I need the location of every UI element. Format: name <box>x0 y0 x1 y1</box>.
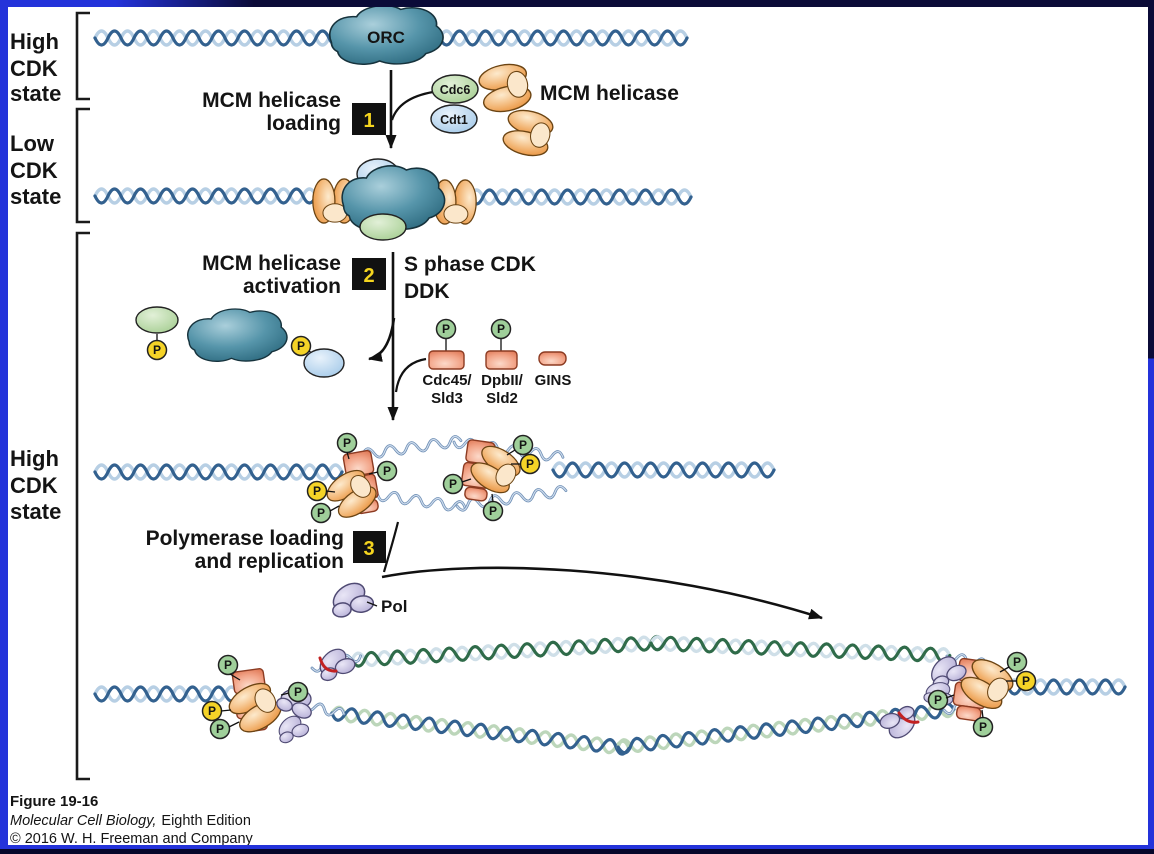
svg-text:MCM helicase: MCM helicase <box>202 252 341 275</box>
rna-primer-right <box>897 711 920 724</box>
lagging-pol-right <box>877 703 925 747</box>
side-label-low-cdk: Low CDK state <box>10 131 61 209</box>
cdk-state-brackets <box>75 11 90 781</box>
svg-text:Cdc6: Cdc6 <box>440 83 471 97</box>
mcm-helicase-label: MCM helicase <box>540 82 679 105</box>
svg-text:GINS: GINS <box>535 372 572 389</box>
cmg-complex-left <box>321 449 382 524</box>
dpb11-sld2-factor: DpbII/ Sld2 <box>481 318 524 407</box>
svg-text:High: High <box>10 29 59 54</box>
step1-hook <box>390 90 434 121</box>
svg-text:2: 2 <box>363 265 374 287</box>
pol-molecule <box>324 574 376 620</box>
svg-text:Sld3: Sld3 <box>431 390 463 407</box>
released-cdc6 <box>135 306 179 334</box>
ssdna-bubble-top-1 <box>350 435 463 462</box>
svg-text:Cdc45/: Cdc45/ <box>422 372 472 389</box>
cdc6-molecule: Cdc6 <box>431 74 479 104</box>
dna-parent-duplex-top-right <box>438 29 689 47</box>
svg-text:Polymerase loading: Polymerase loading <box>146 527 344 550</box>
dna-parent-duplex-mid-left <box>93 187 331 205</box>
replisome-right <box>920 646 1019 722</box>
mcm-ring-free-1 <box>476 59 534 117</box>
step3-hook <box>382 521 400 573</box>
step3-number-box: 3 <box>353 531 386 563</box>
pol-label: Pol <box>381 597 407 616</box>
cmg-complex-right <box>460 439 526 502</box>
svg-text:3: 3 <box>363 538 374 560</box>
bracket-high-cdk-top <box>75 11 90 101</box>
dna-parent-duplex-top-left <box>93 29 344 47</box>
svg-text:state: state <box>10 499 61 524</box>
pre-rc-complex <box>312 158 477 241</box>
book-title-line: Molecular Cell Biology,Eighth Edition <box>10 813 251 829</box>
gins-factor: GINS <box>535 351 572 389</box>
lagging-pol-left <box>310 640 358 684</box>
released-cdt1 <box>303 348 345 378</box>
side-label-high-cdk-bottom: High CDK state <box>10 446 61 524</box>
cdc45-sld3-factor: Cdc45/ Sld3 <box>422 318 472 407</box>
orc-label: ORC <box>367 28 405 47</box>
copyright-line: © 2016 W. H. Freeman and Company <box>10 831 254 847</box>
step1-number-box: 1 <box>352 103 386 135</box>
svg-text:and replication: and replication <box>195 550 344 573</box>
ddk-label: DDK <box>404 280 450 303</box>
cdc6-in-complex <box>359 213 407 241</box>
figure-number: Figure 19-16 <box>10 793 98 810</box>
release-arrow <box>368 317 396 362</box>
mcm-ring-free-2 <box>499 105 557 161</box>
frame-border-left <box>0 0 8 854</box>
svg-text:CDK: CDK <box>10 473 58 498</box>
svg-text:1: 1 <box>363 110 374 132</box>
step2-hook <box>394 357 427 393</box>
frame-border-top <box>0 0 1154 7</box>
rna-primer-left <box>318 656 338 673</box>
bracket-low-cdk <box>75 107 90 224</box>
svg-text:MCM helicase: MCM helicase <box>202 89 341 112</box>
side-label-high-cdk-top: High CDK state <box>10 29 61 106</box>
svg-text:activation: activation <box>243 275 341 298</box>
svg-text:loading: loading <box>266 112 341 135</box>
dna-parent-duplex-row3-right <box>551 461 776 479</box>
step2-label: MCM helicase activation <box>202 252 341 298</box>
orc-complex: ORC <box>328 4 444 66</box>
svg-text:DpbII/: DpbII/ <box>481 372 523 389</box>
bracket-high-cdk-bottom <box>75 231 90 781</box>
s-phase-cdk-label: S phase CDK <box>404 253 536 276</box>
step3-arrow <box>381 566 823 620</box>
daughter-duplex-bottom-1 <box>330 705 631 756</box>
step1-label: MCM helicase loading <box>202 89 341 135</box>
dna-parent-duplex-mid-right <box>468 188 693 206</box>
step3-label: Polymerase loading and replication <box>146 527 344 573</box>
released-orc <box>186 308 288 363</box>
svg-text:High: High <box>10 446 59 471</box>
released-factors <box>135 306 345 378</box>
svg-text:state: state <box>10 81 61 106</box>
replisome-left <box>223 668 322 746</box>
figure-caption: Figure 19-16 Molecular Cell Biology,Eigh… <box>10 793 254 847</box>
frame-border-bottom <box>0 845 1154 854</box>
daughter-duplex-top-2 <box>649 635 952 664</box>
dna-parent-duplex-bottom-left <box>93 685 253 703</box>
cdt1-molecule: Cdt1 <box>430 104 478 134</box>
svg-text:Low: Low <box>10 131 55 156</box>
daughter-duplex-top-1 <box>350 634 666 668</box>
step2-number-box: 2 <box>352 258 386 290</box>
svg-text:CDK: CDK <box>10 158 58 183</box>
svg-text:Cdt1: Cdt1 <box>440 113 468 127</box>
svg-text:Sld2: Sld2 <box>486 390 518 407</box>
svg-text:CDK: CDK <box>10 56 58 81</box>
svg-text:state: state <box>10 184 61 209</box>
dna-parent-duplex-row3-left <box>93 463 344 481</box>
frame-border-right <box>1148 0 1154 854</box>
